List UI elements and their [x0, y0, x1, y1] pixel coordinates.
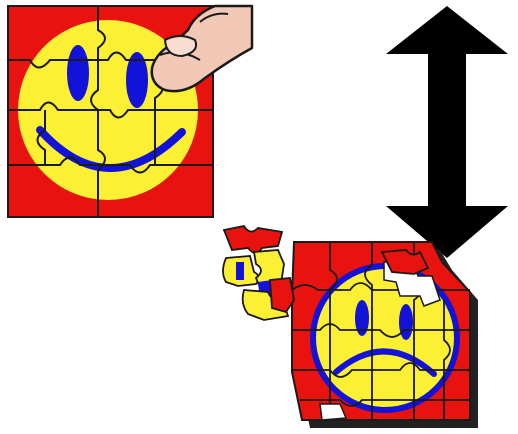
happy-face-smile: [36, 126, 186, 172]
loose-piece: [269, 277, 295, 314]
loose-puzzle-pieces: [222, 224, 430, 321]
happy-face-right-eye: [126, 52, 148, 108]
happy-face-left-eye: [67, 45, 89, 101]
sad-puzzle: [291, 241, 478, 428]
loose-piece: [222, 224, 284, 254]
sad-face-frown: [333, 348, 437, 377]
sad-face-left-eye: [355, 300, 369, 336]
sad-puzzle-gap: [319, 403, 348, 421]
sad-face-right-eye: [399, 304, 413, 340]
double-arrow-icon: [386, 6, 508, 258]
loose-piece-blue-mark: [236, 262, 244, 280]
loose-piece: [380, 249, 430, 275]
finger-icon: [150, 4, 254, 93]
